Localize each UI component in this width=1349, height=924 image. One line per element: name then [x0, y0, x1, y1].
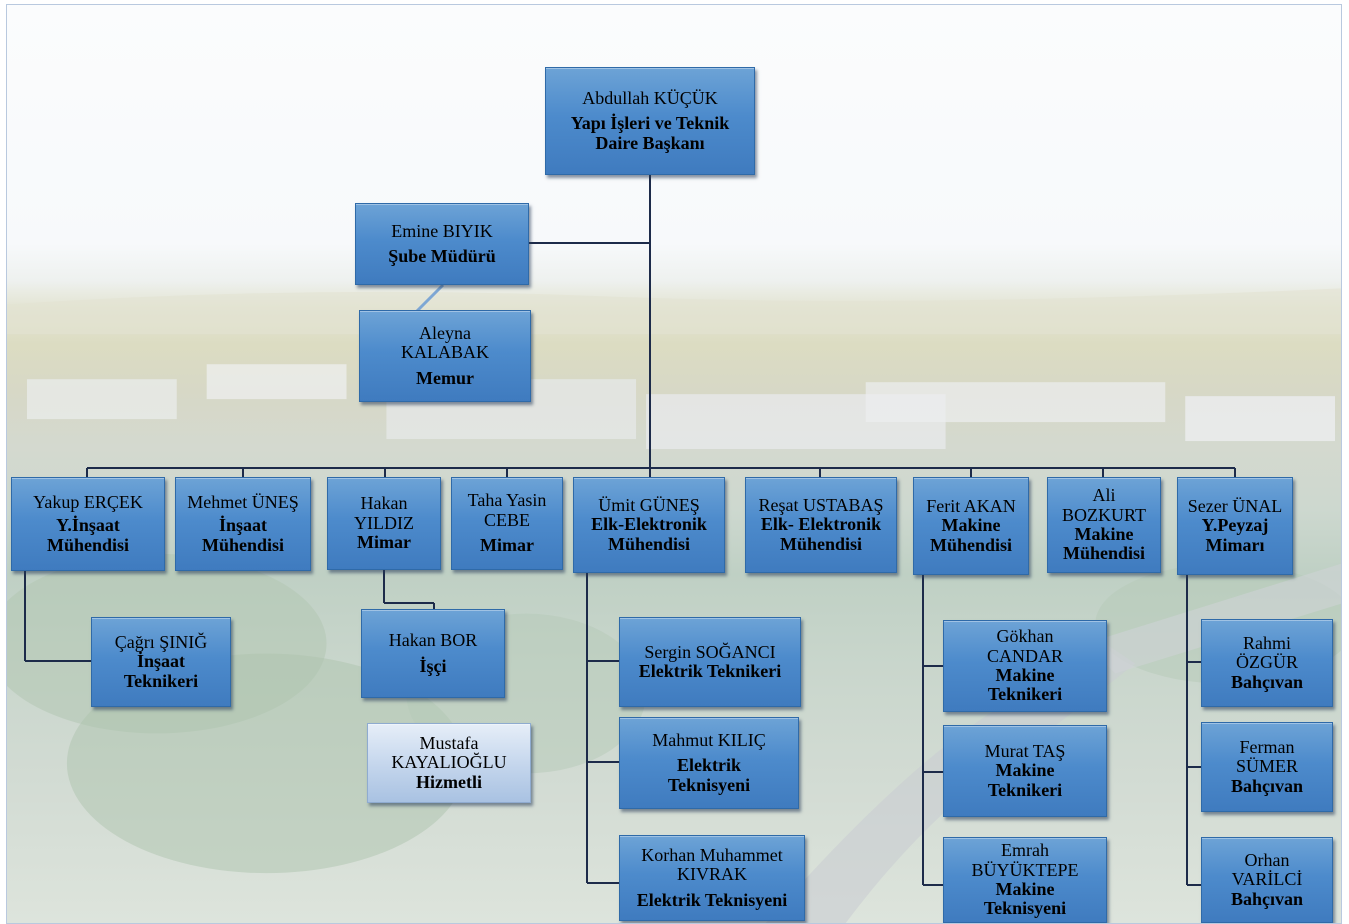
- node-title: Bahçıvan: [1230, 775, 1304, 796]
- node-sub[interactable]: Gökhan CANDAR Makine Teknikeri: [943, 620, 1107, 712]
- node-staff[interactable]: Ali BOZKURT Makine Mühendisi: [1047, 477, 1161, 573]
- node-title: Elk- Elektronik Mühendisi: [760, 514, 882, 554]
- node-name: Hakan BOR: [388, 630, 478, 651]
- node-name: Mustafa KAYALIOĞLU: [391, 732, 507, 773]
- node-title: Makine Teknisyeni: [983, 879, 1067, 919]
- node-title: Makine Mühendisi: [1062, 524, 1146, 564]
- node-title: Makine Teknikeri: [987, 760, 1063, 800]
- node-title: İnşaat Teknikeri: [123, 651, 199, 691]
- node-title: İnşaat Mühendisi: [201, 515, 285, 555]
- node-sube-muduru[interactable]: Emine BIYIK Şube Müdürü: [355, 203, 529, 285]
- node-name: Gökhan CANDAR: [986, 626, 1063, 666]
- node-head[interactable]: Abdullah KÜÇÜK Yapı İşleri ve Teknik Dai…: [545, 67, 755, 175]
- node-staff[interactable]: Ümit GÜNEŞ Elk-Elektronik Mühendisi: [573, 477, 725, 573]
- org-chart-canvas: Abdullah KÜÇÜK Yapı İşleri ve Teknik Dai…: [6, 4, 1342, 924]
- node-name: Aleyna KALABAK: [401, 322, 489, 363]
- node-name: Emrah BÜYÜKTEPE: [971, 840, 1079, 880]
- node-title: Hizmetli: [416, 771, 482, 792]
- connector-lines: [24, 175, 1236, 886]
- node-title: Makine Teknikeri: [987, 665, 1063, 705]
- node-title: Elektrik Teknisyeni: [667, 755, 751, 795]
- node-sub[interactable]: Rahmi ÖZGÜR Bahçıvan: [1201, 619, 1333, 707]
- node-name: Çağrı ŞINIĞ: [114, 631, 208, 652]
- node-title: Yapı İşleri ve Teknik Daire Başkanı: [570, 113, 730, 153]
- node-title: Y.İnşaat Mühendisi: [46, 515, 130, 555]
- node-name: Emine BIYIK: [391, 220, 493, 241]
- node-title: Memur: [416, 367, 474, 388]
- node-title: İşçi: [419, 655, 447, 676]
- node-sub[interactable]: Emrah BÜYÜKTEPE Makine Teknisyeni: [943, 837, 1107, 923]
- node-name: Taha Yasin CEBE: [467, 490, 547, 530]
- node-title: Şube Müdürü: [388, 246, 496, 266]
- node-name: Ümit GÜNEŞ: [598, 494, 700, 515]
- node-name: Mahmut KILIÇ: [652, 729, 766, 750]
- node-name: Mehmet ÜNEŞ: [187, 491, 299, 512]
- node-title: Bahçıvan: [1230, 671, 1304, 692]
- node-staff[interactable]: Ferit AKAN Makine Mühendisi: [913, 477, 1029, 575]
- node-name: Korhan Muhammet KIVRAK: [641, 844, 783, 885]
- node-memur[interactable]: Aleyna KALABAK Memur: [359, 310, 531, 402]
- node-title: Elektrik Teknikeri: [638, 661, 782, 681]
- node-name: Sezer ÜNAL: [1187, 495, 1283, 516]
- node-sub[interactable]: Mahmut KILIÇ Elektrik Teknisyeni: [619, 717, 799, 809]
- node-title: Bahçıvan: [1230, 888, 1304, 909]
- node-staff[interactable]: Taha Yasin CEBE Mimar: [451, 477, 563, 570]
- node-sub[interactable]: Korhan Muhammet KIVRAK Elektrik Teknisye…: [619, 835, 805, 921]
- node-staff[interactable]: Reşat USTABAŞ Elk- Elektronik Mühendisi: [745, 477, 897, 573]
- node-name: Reşat USTABAŞ: [758, 494, 884, 515]
- node-name: Abdullah KÜÇÜK: [582, 87, 718, 108]
- node-sub[interactable]: Hakan BOR İşçi: [361, 609, 505, 698]
- node-name: Ferman SÜMER: [1235, 736, 1298, 777]
- node-title: Mimar: [357, 532, 411, 553]
- node-title: Elektrik Teknisyeni: [636, 889, 788, 910]
- node-sub[interactable]: Orhan VARİLCİ Bahçıvan: [1201, 837, 1333, 923]
- node-name: Sergin SOĞANCI: [644, 641, 776, 662]
- node-sub[interactable]: Sergin SOĞANCI Elektrik Teknikeri: [619, 617, 801, 707]
- node-name: Murat TAŞ: [984, 740, 1066, 761]
- node-name: Ali BOZKURT: [1062, 485, 1146, 525]
- node-sub[interactable]: Ferman SÜMER Bahçıvan: [1201, 722, 1333, 812]
- node-title: Makine Mühendisi: [929, 515, 1013, 555]
- node-title: Elk-Elektronik Mühendisi: [591, 514, 707, 554]
- node-name: Orhan VARİLCİ: [1231, 849, 1303, 890]
- node-name: Yakup ERÇEK: [33, 491, 143, 512]
- node-title: Y.Peyzaj Mimarı: [1201, 515, 1269, 555]
- node-sub[interactable]: Çağrı ŞINIĞ İnşaat Teknikeri: [91, 617, 231, 707]
- node-title: Mimar: [480, 535, 534, 556]
- node-name: Rahmi ÖZGÜR: [1236, 632, 1298, 673]
- node-staff[interactable]: Mehmet ÜNEŞ İnşaat Mühendisi: [175, 477, 311, 571]
- node-sub[interactable]: Mustafa KAYALIOĞLU Hizmetli: [367, 723, 531, 803]
- node-sub[interactable]: Murat TAŞ Makine Teknikeri: [943, 725, 1107, 817]
- node-staff[interactable]: Yakup ERÇEK Y.İnşaat Mühendisi: [11, 477, 165, 571]
- node-name: Ferit AKAN: [926, 495, 1016, 516]
- node-staff[interactable]: Sezer ÜNAL Y.Peyzaj Mimarı: [1177, 477, 1293, 575]
- node-name: Hakan YILDIZ: [354, 493, 414, 533]
- node-staff[interactable]: Hakan YILDIZ Mimar: [327, 477, 441, 570]
